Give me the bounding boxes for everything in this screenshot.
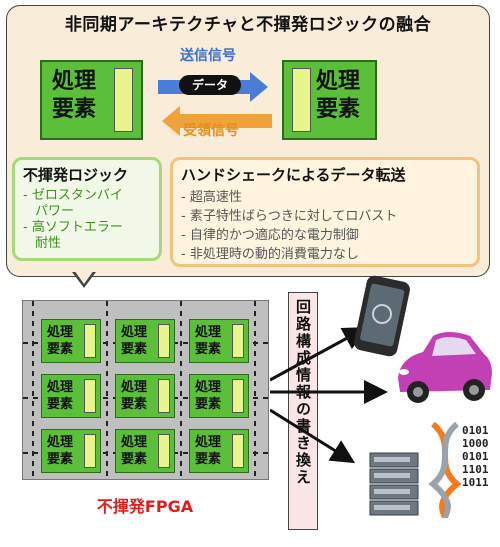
receive-arrow xyxy=(162,106,272,136)
pe-right-line1: 処理 xyxy=(316,69,361,94)
memory-block xyxy=(158,434,170,468)
nonvolatile-logic-box: 不揮発ロジック - ゼロスタンバイ パワー - 高ソフトエラー 耐性 xyxy=(12,157,162,261)
memory-block xyxy=(158,379,170,413)
pe-text: 処理要素 xyxy=(195,434,221,468)
pe-right-text: 処理 要素 xyxy=(316,68,360,124)
fpga-processing-element: 処理要素 xyxy=(41,319,101,363)
nonvolatile-features: - ゼロスタンバイ パワー - 高ソフトエラー 耐性 xyxy=(23,188,123,252)
memory-block xyxy=(232,434,244,468)
memory-block xyxy=(114,68,133,132)
fpga-board: 処理要素処理要素処理要素処理要素処理要素処理要素処理要素処理要素処理要素 xyxy=(22,300,270,481)
smartphone-icon xyxy=(354,275,410,357)
pe-line1: 処理 xyxy=(121,380,148,395)
pe-text: 処理要素 xyxy=(121,379,147,413)
pe-line1: 処理 xyxy=(47,435,74,450)
fpga-processing-element: 処理要素 xyxy=(41,374,101,418)
memory-block xyxy=(84,379,96,413)
pe-text: 処理要素 xyxy=(121,434,147,468)
processing-element-left: 処理 要素 xyxy=(40,60,143,140)
fpga-processing-element: 処理要素 xyxy=(115,319,175,363)
pe-left-text: 処理 要素 xyxy=(52,68,96,124)
fpga-processing-element: 処理要素 xyxy=(41,429,101,473)
feature-item: 耐性 xyxy=(35,236,62,251)
feature-item: - ゼロスタンバイ xyxy=(23,188,123,203)
pe-text: 処理要素 xyxy=(195,324,221,358)
binary-line: 1011 xyxy=(462,476,489,489)
handshake-box: ハンドシェークによるデータ転送 - 超高速性 - 素子特性ばらつきに対してロバス… xyxy=(170,157,480,267)
pe-line2: 要素 xyxy=(47,397,74,412)
pe-line1: 処理 xyxy=(47,325,74,340)
binary-line: 0101 xyxy=(462,450,489,463)
memory-block xyxy=(232,324,244,358)
fpga-processing-element: 処理要素 xyxy=(189,429,249,473)
dna-icon xyxy=(428,421,462,519)
pe-text: 処理要素 xyxy=(47,379,73,413)
pe-right-line2: 要素 xyxy=(316,97,361,122)
pe-text: 処理要素 xyxy=(47,434,73,468)
pe-line2: 要素 xyxy=(121,342,148,357)
feature-item: - 自律的かつ適応的な電力制御 xyxy=(181,228,359,243)
memory-block xyxy=(292,68,311,132)
binary-line: 0101 xyxy=(462,424,489,437)
pe-left-line1: 処理 xyxy=(52,69,97,94)
pe-line2: 要素 xyxy=(195,397,222,412)
fpga-processing-element: 処理要素 xyxy=(189,374,249,418)
feature-item: - 超高速性 xyxy=(181,190,242,205)
binary-data: 0101 1000 0101 1101 1011 xyxy=(462,424,489,489)
fpga-processing-element: 処理要素 xyxy=(115,429,175,473)
pe-line1: 処理 xyxy=(195,325,222,340)
pe-line1: 処理 xyxy=(195,435,222,450)
pe-text: 処理要素 xyxy=(121,324,147,358)
fpga-processing-element: 処理要素 xyxy=(115,374,175,418)
feature-item: パワー xyxy=(35,204,75,219)
pe-left-line2: 要素 xyxy=(52,97,97,122)
fpga-label: 不揮発FPGA xyxy=(96,497,194,516)
memory-block xyxy=(84,434,96,468)
fpga-processing-element: 処理要素 xyxy=(189,319,249,363)
feature-item: - 高ソフトエラー xyxy=(23,220,123,235)
bubble-tail-fill xyxy=(74,270,94,284)
pe-line2: 要素 xyxy=(121,452,148,467)
pe-line2: 要素 xyxy=(47,342,74,357)
feature-item: - 非処理時の動的消費電力なし xyxy=(181,247,359,262)
feature-item: - 素子特性ばらつきに対してロバスト xyxy=(181,209,398,224)
processing-element-right: 処理 要素 xyxy=(282,60,377,140)
nonvolatile-logic-heading: 不揮発ロジック xyxy=(23,166,129,184)
binary-line: 1000 xyxy=(462,437,489,450)
handshake-features: - 超高速性 - 素子特性ばらつきに対してロバスト - 自律的かつ適応的な電力制… xyxy=(181,188,397,264)
receive-signal-label: 受領信号 xyxy=(183,123,239,139)
memory-block xyxy=(84,324,96,358)
pe-text: 処理要素 xyxy=(47,324,73,358)
pe-line1: 処理 xyxy=(121,435,148,450)
output-arrows xyxy=(270,327,388,464)
memory-block xyxy=(158,324,170,358)
pe-line1: 処理 xyxy=(47,380,74,395)
pe-line2: 要素 xyxy=(47,452,74,467)
pe-line2: 要素 xyxy=(195,452,222,467)
send-signal-label: 送信信号 xyxy=(180,48,236,64)
pe-line2: 要素 xyxy=(121,397,148,412)
handshake-heading: ハンドシェークによるデータ転送 xyxy=(181,166,406,184)
pe-line1: 処理 xyxy=(195,380,222,395)
memory-block xyxy=(232,379,244,413)
diagram-title: 非同期アーキテクチャと不揮発ロジックの融合 xyxy=(64,15,432,35)
data-label: データ xyxy=(179,75,241,95)
car-icon xyxy=(398,332,492,403)
pe-line2: 要素 xyxy=(195,342,222,357)
binary-line: 1101 xyxy=(462,463,489,476)
server-icon xyxy=(369,452,419,516)
pe-text: 処理要素 xyxy=(195,379,221,413)
pe-line1: 処理 xyxy=(121,325,148,340)
